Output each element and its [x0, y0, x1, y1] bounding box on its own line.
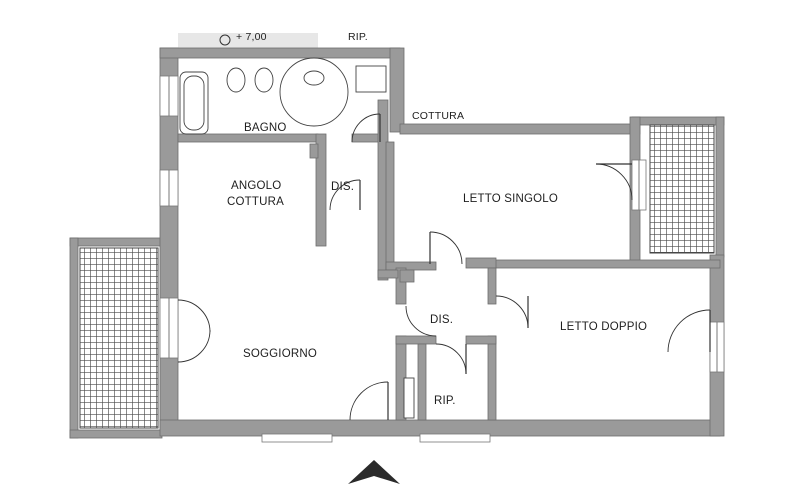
left-terrace	[69, 237, 163, 439]
top-cropped-fragment: + 7,00 RIP.	[178, 31, 368, 50]
toilet-icon	[226, 67, 246, 93]
room-label-letto-doppio: LETTO DOPPIO	[560, 321, 647, 333]
top-level-label: + 7,00	[236, 31, 267, 43]
entrance-arrow-icon	[348, 460, 400, 484]
room-label-dis-upper: DIS.	[331, 181, 354, 193]
bidet-icon	[254, 67, 274, 93]
right-terrace	[631, 116, 725, 258]
room-labels: BAGNO COTTURA ANGOLO COTTURA DIS. LETTO …	[227, 110, 647, 407]
room-label-cottura-top: COTTURA	[412, 110, 464, 122]
top-rip-label: RIP.	[348, 31, 368, 43]
room-label-soggiorno: SOGGIORNO	[243, 348, 317, 360]
interior-walls	[177, 99, 497, 421]
doors	[177, 113, 711, 421]
room-label-letto-singolo: LETTO SINGOLO	[463, 193, 558, 205]
room-label-bagno: BAGNO	[244, 122, 287, 134]
room-label-dis-center: DIS.	[430, 314, 453, 326]
windows	[159, 75, 725, 443]
exterior-walls	[159, 47, 725, 437]
room-label-rip: RIP.	[434, 395, 456, 407]
room-label-cottura: COTTURA	[227, 196, 284, 208]
bathroom-fixtures	[179, 57, 387, 135]
cabinet-icon	[355, 65, 387, 93]
room-label-angolo: ANGOLO	[231, 180, 281, 192]
shower-icon	[279, 57, 349, 127]
storage-shelf-icon	[403, 377, 415, 419]
